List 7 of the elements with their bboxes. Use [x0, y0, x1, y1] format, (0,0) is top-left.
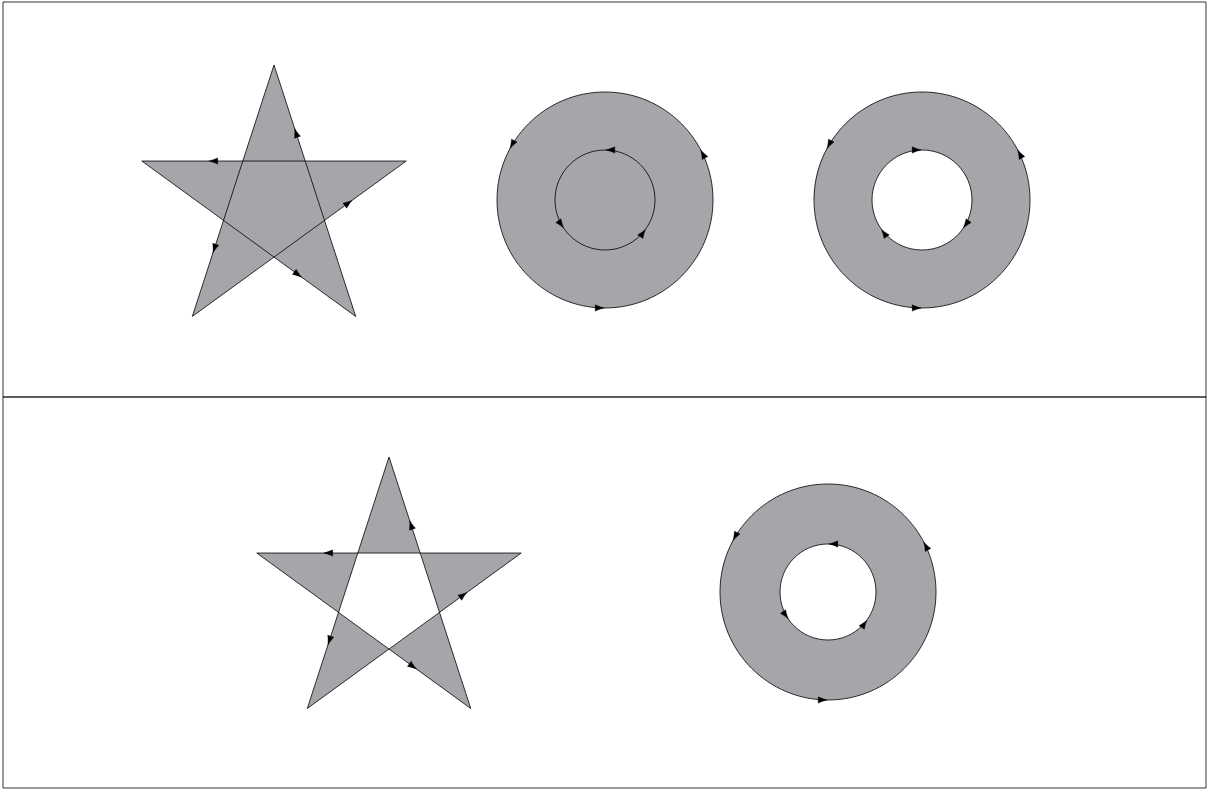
ring-drawing: [813, 91, 1031, 312]
panel: [2, 1, 1207, 398]
star-drawing: [256, 456, 522, 709]
star-drawing: [141, 64, 407, 317]
ring-drawing: [719, 483, 937, 704]
panel: [2, 396, 1207, 789]
disk-drawing: [496, 91, 714, 312]
